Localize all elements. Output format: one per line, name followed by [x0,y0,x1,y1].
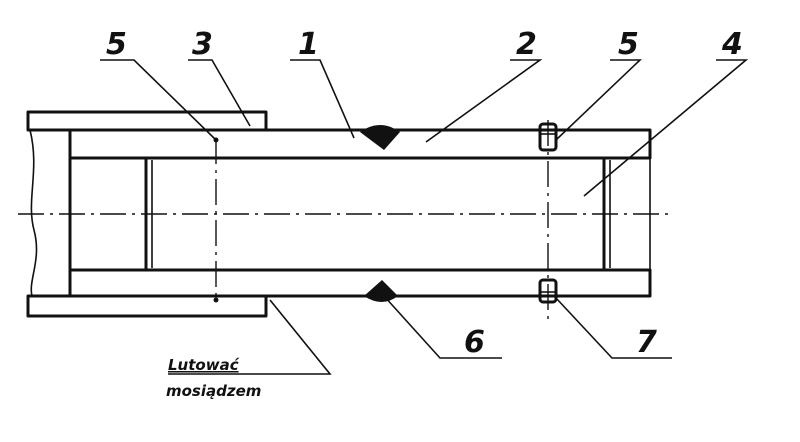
callout-label-7: 7 [636,325,657,360]
leader-note [168,299,332,375]
note-line-2: mosiądzem [166,382,261,400]
leader-4 [583,59,749,197]
callout-label-2: 2 [516,27,537,62]
leader-6 [383,295,502,359]
callout-label-6: 6 [464,325,485,360]
callout-label-1: 1 [298,27,319,62]
leader-5-left [100,59,217,141]
outer-sleeve-bottom-wall [26,294,268,318]
weld-bottom [364,280,398,302]
callout-label-4: 4 [721,27,743,62]
pin-top [538,122,558,152]
weld-top [360,125,400,150]
callout-label-5-left: 5 [106,27,127,62]
callout-label-5-right: 5 [618,27,639,62]
note-line-1: Lutować [168,356,240,374]
main-tube-bottom-wall [68,268,652,298]
outer-sleeve-top-wall [26,110,268,132]
leader-5-right [555,59,642,141]
callout-label-3: 3 [192,27,213,62]
outer-sleeve-left-break [29,129,38,297]
pin-bottom [538,278,558,304]
leader-2 [425,59,543,143]
leader-3 [188,59,251,127]
leader-7 [555,297,672,359]
leader-1 [290,59,355,139]
